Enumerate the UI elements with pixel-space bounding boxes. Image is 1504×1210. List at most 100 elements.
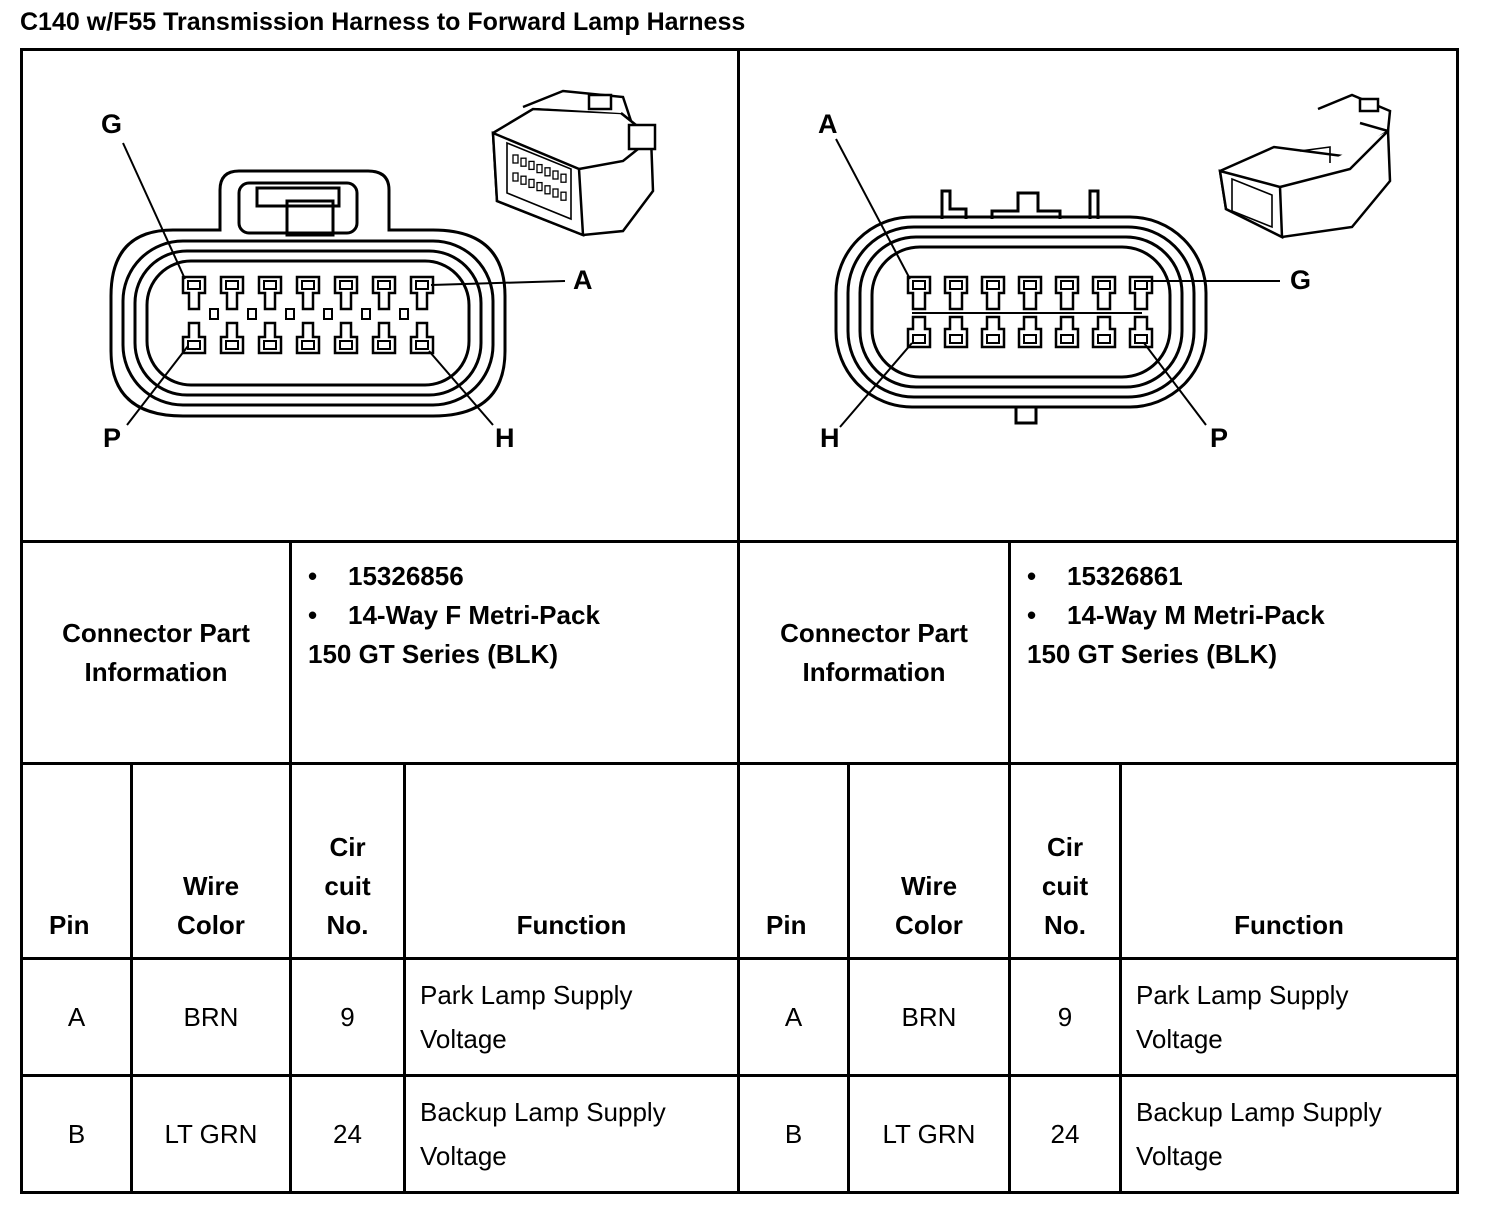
diagram-row: G A P H: [20, 48, 1459, 543]
left-function-cell: Park Lamp Supply Voltage: [403, 957, 740, 1077]
male-bottom-key: [1014, 407, 1038, 425]
left-info-label: Connector Part Information: [20, 540, 292, 765]
male-shell-ring-1: [846, 225, 1196, 399]
female-connector-diagram: G A P H: [20, 48, 740, 543]
right-part-number: 15326861: [1067, 561, 1183, 591]
male-label-a: A: [818, 109, 838, 139]
right-function-cell: Backup Lamp Supply Voltage: [1119, 1074, 1459, 1194]
page-title: C140 w/F55 Transmission Harness to Forwa…: [20, 8, 746, 36]
male-pin-bottom: [1128, 315, 1154, 349]
right-circuit-cell: 24: [1008, 1074, 1122, 1194]
left-function-cell: Backup Lamp Supply Voltage: [403, 1074, 740, 1194]
male-pin-top: [906, 275, 932, 311]
male-pin-bottom: [1054, 315, 1080, 349]
female-shell-ring-1: [121, 239, 495, 407]
female-pin-top: [295, 275, 321, 311]
left-header-circuit-no: Cir cuit No.: [289, 762, 406, 960]
female-label-h: H: [495, 423, 515, 453]
female-pin-top: [257, 275, 283, 311]
left-description-2: 150 GT Series (BLK): [308, 639, 558, 669]
table-row: B LT GRN 24 Backup Lamp Supply Voltage B…: [20, 1074, 1459, 1194]
male-pin-bottom: [1091, 315, 1117, 349]
female-outer-shell: [109, 169, 507, 418]
left-header-function: Function: [403, 762, 740, 960]
right-header-wire-color: Wire Color: [847, 762, 1011, 960]
bullet: •: [1027, 600, 1037, 630]
right-header-function: Function: [1119, 762, 1459, 960]
female-pin-top: [333, 275, 359, 311]
female-pin-bottom: [409, 321, 435, 355]
right-function-cell: Park Lamp Supply Voltage: [1119, 957, 1459, 1077]
left-pin-cell: A: [20, 957, 133, 1077]
female-label-p: P: [103, 423, 121, 453]
male-pin-array: [906, 275, 1154, 349]
left-pin-cell: B: [20, 1074, 133, 1194]
female-pin-top: [219, 275, 245, 311]
male-connector-3d-illustration: [1218, 93, 1392, 240]
female-pin-key: [209, 308, 219, 320]
female-label-a: A: [573, 265, 593, 295]
male-label-p: P: [1210, 423, 1228, 453]
right-wire-color-cell: BRN: [847, 957, 1011, 1077]
bullet: •: [1027, 561, 1037, 591]
male-pin-bottom: [906, 315, 932, 349]
male-pin-top: [1091, 275, 1117, 311]
male-label-h: H: [820, 423, 840, 453]
male-pin-top: [1054, 275, 1080, 311]
bullet: •: [308, 600, 318, 630]
female-pin-array: [181, 275, 435, 355]
female-connector-drawing: G A P H: [101, 89, 657, 453]
female-pin-bottom: [371, 321, 397, 355]
right-header-pin: Pin: [737, 762, 850, 960]
female-pin-bottom: [219, 321, 245, 355]
left-info-detail: • 15326856 • 14-Way F Metri-Pack 150 GT Se…: [289, 540, 740, 765]
right-description-1: 14-Way M Metri-Pack: [1067, 600, 1325, 630]
male-label-g: G: [1290, 265, 1311, 295]
female-shell-ring-3: [145, 259, 471, 387]
male-pin-top: [980, 275, 1006, 311]
female-pin-bottom: [295, 321, 321, 355]
left-header-wire-color: Wire Color: [130, 762, 292, 960]
left-part-number: 15326856: [348, 561, 464, 591]
left-wire-color-cell: BRN: [130, 957, 292, 1077]
female-pin-top: [181, 275, 207, 311]
left-circuit-cell: 9: [289, 957, 406, 1077]
right-header-circuit-no: Cir cuit No.: [1008, 762, 1122, 960]
right-pin-cell: B: [737, 1074, 850, 1194]
female-latch: [237, 181, 359, 235]
right-description-2: 150 GT Series (BLK): [1027, 639, 1277, 669]
male-pin-top: [1128, 275, 1154, 311]
bullet: •: [308, 561, 318, 591]
male-top-key: [940, 189, 968, 219]
male-pin-top: [943, 275, 969, 311]
female-pin-top: [371, 275, 397, 311]
female-pin-bottom: [333, 321, 359, 355]
female-shell-ring-2: [133, 249, 483, 397]
left-header-pin: Pin: [20, 762, 133, 960]
header-row: Pin Wire Color Cir cuit No. Function Pin…: [20, 762, 1459, 960]
table-row: A BRN 9 Park Lamp Supply Voltage A BRN 9…: [20, 957, 1459, 1077]
female-pin-top: [409, 275, 435, 311]
left-description-1: 14-Way F Metri-Pack: [348, 600, 600, 630]
right-circuit-cell: 9: [1008, 957, 1122, 1077]
female-pin-key: [323, 308, 333, 320]
male-shell-ring-3: [870, 245, 1172, 379]
male-pin-bottom: [1017, 315, 1043, 349]
female-pin-key: [285, 308, 295, 320]
connector-table: G A P H: [20, 48, 1459, 1194]
female-pin-key: [399, 308, 409, 320]
female-pin-key: [361, 308, 371, 320]
male-pin-bottom: [943, 315, 969, 349]
male-pin-bottom: [980, 315, 1006, 349]
part-info-row: Connector Part Information • 15326856 • 14…: [20, 540, 1459, 765]
male-outer-shell: [834, 215, 1208, 409]
right-info-detail: • 15326861 • 14-Way M Metri-Pack 150 GT Se…: [1008, 540, 1459, 765]
right-pin-cell: A: [737, 957, 850, 1077]
male-pin-top: [1017, 275, 1043, 311]
female-pin-key: [247, 308, 257, 320]
right-wire-color-cell: LT GRN: [847, 1074, 1011, 1194]
left-wire-color-cell: LT GRN: [130, 1074, 292, 1194]
right-info-label: Connector Part Information: [737, 540, 1011, 765]
female-pin-bottom: [257, 321, 283, 355]
female-label-g: G: [101, 109, 122, 139]
